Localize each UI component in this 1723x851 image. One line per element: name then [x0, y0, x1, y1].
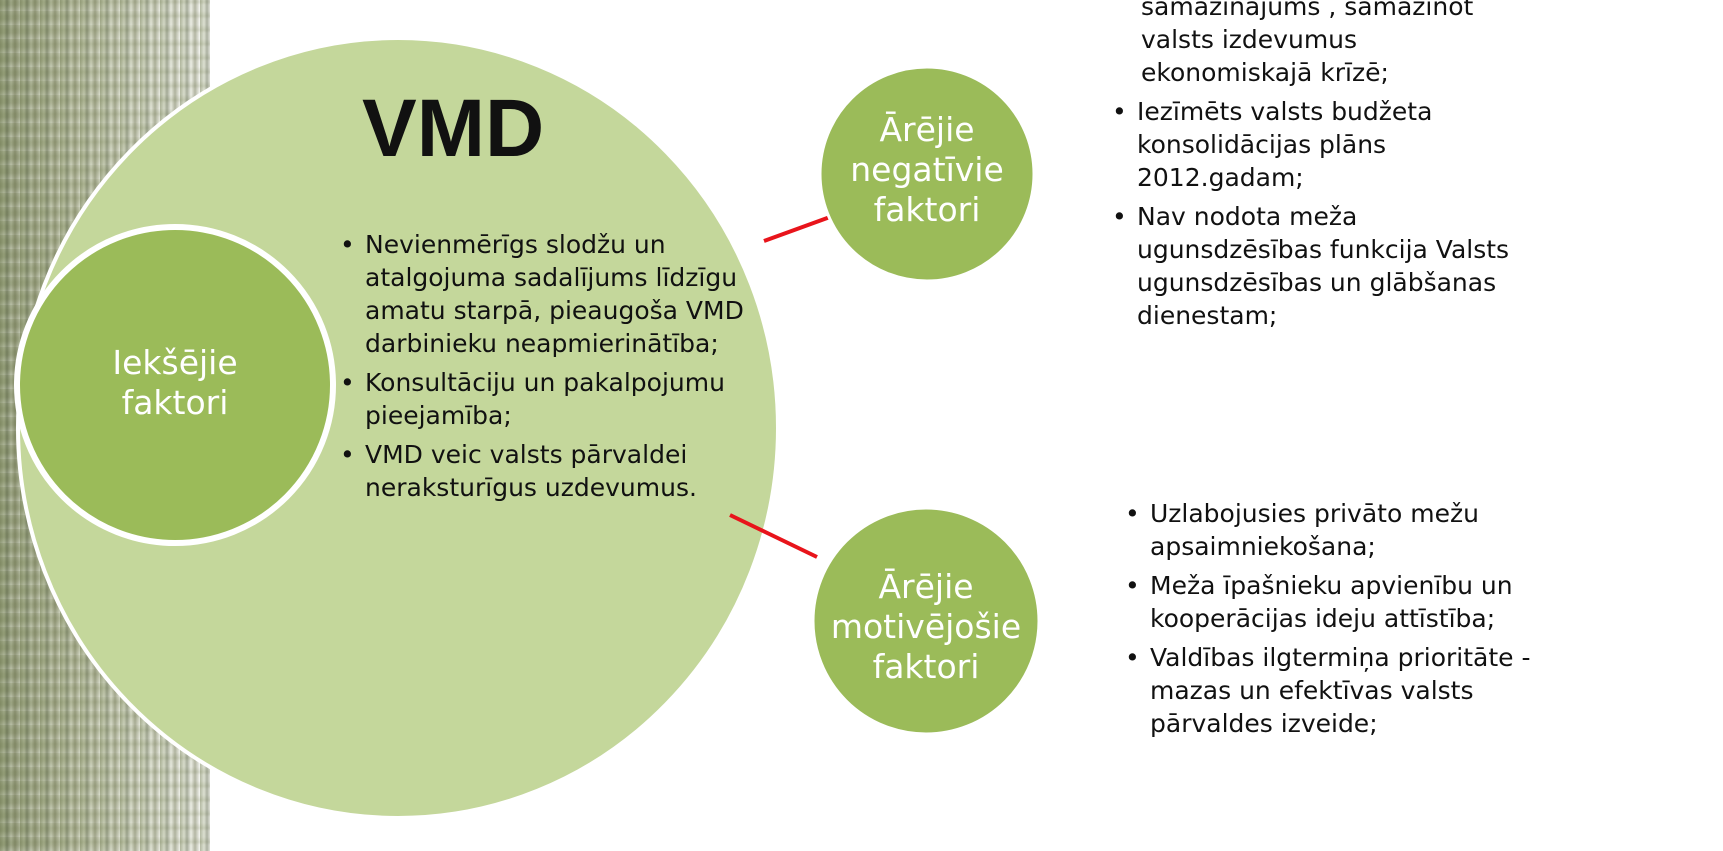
list-item: Uzlabojusies privāto mežu apsaimniekošan… — [1125, 497, 1565, 563]
negative-factors-label-line: faktori — [873, 190, 981, 229]
list-item: Konsultāciju un pakalpojumu pieejamība; — [340, 366, 780, 432]
list-item: Nav nodota meža ugunsdzēsības funkcija V… — [1112, 200, 1512, 332]
vmd-title: VMD — [362, 83, 545, 174]
list-item: VMD veic valsts pārvaldei neraksturīgus … — [340, 438, 780, 504]
connector-line-motivating — [729, 513, 818, 559]
negative-factors-label-line: negatīvie — [850, 150, 1004, 189]
internal-factors-circle — [14, 224, 336, 546]
list-item: Nevienmērīgs slodžu un atalgojuma sadalī… — [340, 228, 780, 360]
internal-factors-label-line: faktori — [121, 383, 229, 422]
negative-factors-label-line: Ārējie — [879, 110, 975, 149]
motivating-factors-label: Ārējie motivējošie faktori — [826, 567, 1026, 687]
motivating-factors-label-line: faktori — [872, 647, 980, 686]
list-item: Iezīmēts valsts budžeta konsolidācijas p… — [1112, 95, 1512, 194]
motivating-factors-label-line: Ārējie — [878, 567, 974, 606]
negative-factors-label: Ārējie negatīvie faktori — [827, 110, 1027, 230]
motivating-factors-circle — [811, 506, 1041, 736]
negative-factors-circle — [818, 65, 1036, 283]
list-item: Valdības ilgtermiņa prioritāte - mazas u… — [1125, 641, 1565, 740]
motivating-factors-list: Uzlabojusies privāto mežu apsaimniekošan… — [1125, 497, 1565, 746]
negative-factors-list: samazinājums , samazinot valsts izdevumu… — [1112, 0, 1512, 338]
list-item: samazinājums , samazinot valsts izdevumu… — [1141, 0, 1474, 87]
internal-factors-label: Iekšējie faktori — [75, 343, 275, 423]
internal-factors-label-line: Iekšējie — [112, 343, 238, 382]
internal-factors-list: Nevienmērīgs slodžu un atalgojuma sadalī… — [340, 228, 780, 510]
list-item: Meža īpašnieku apvienību un kooperācijas… — [1125, 569, 1565, 635]
motivating-factors-label-line: motivējošie — [830, 607, 1022, 646]
